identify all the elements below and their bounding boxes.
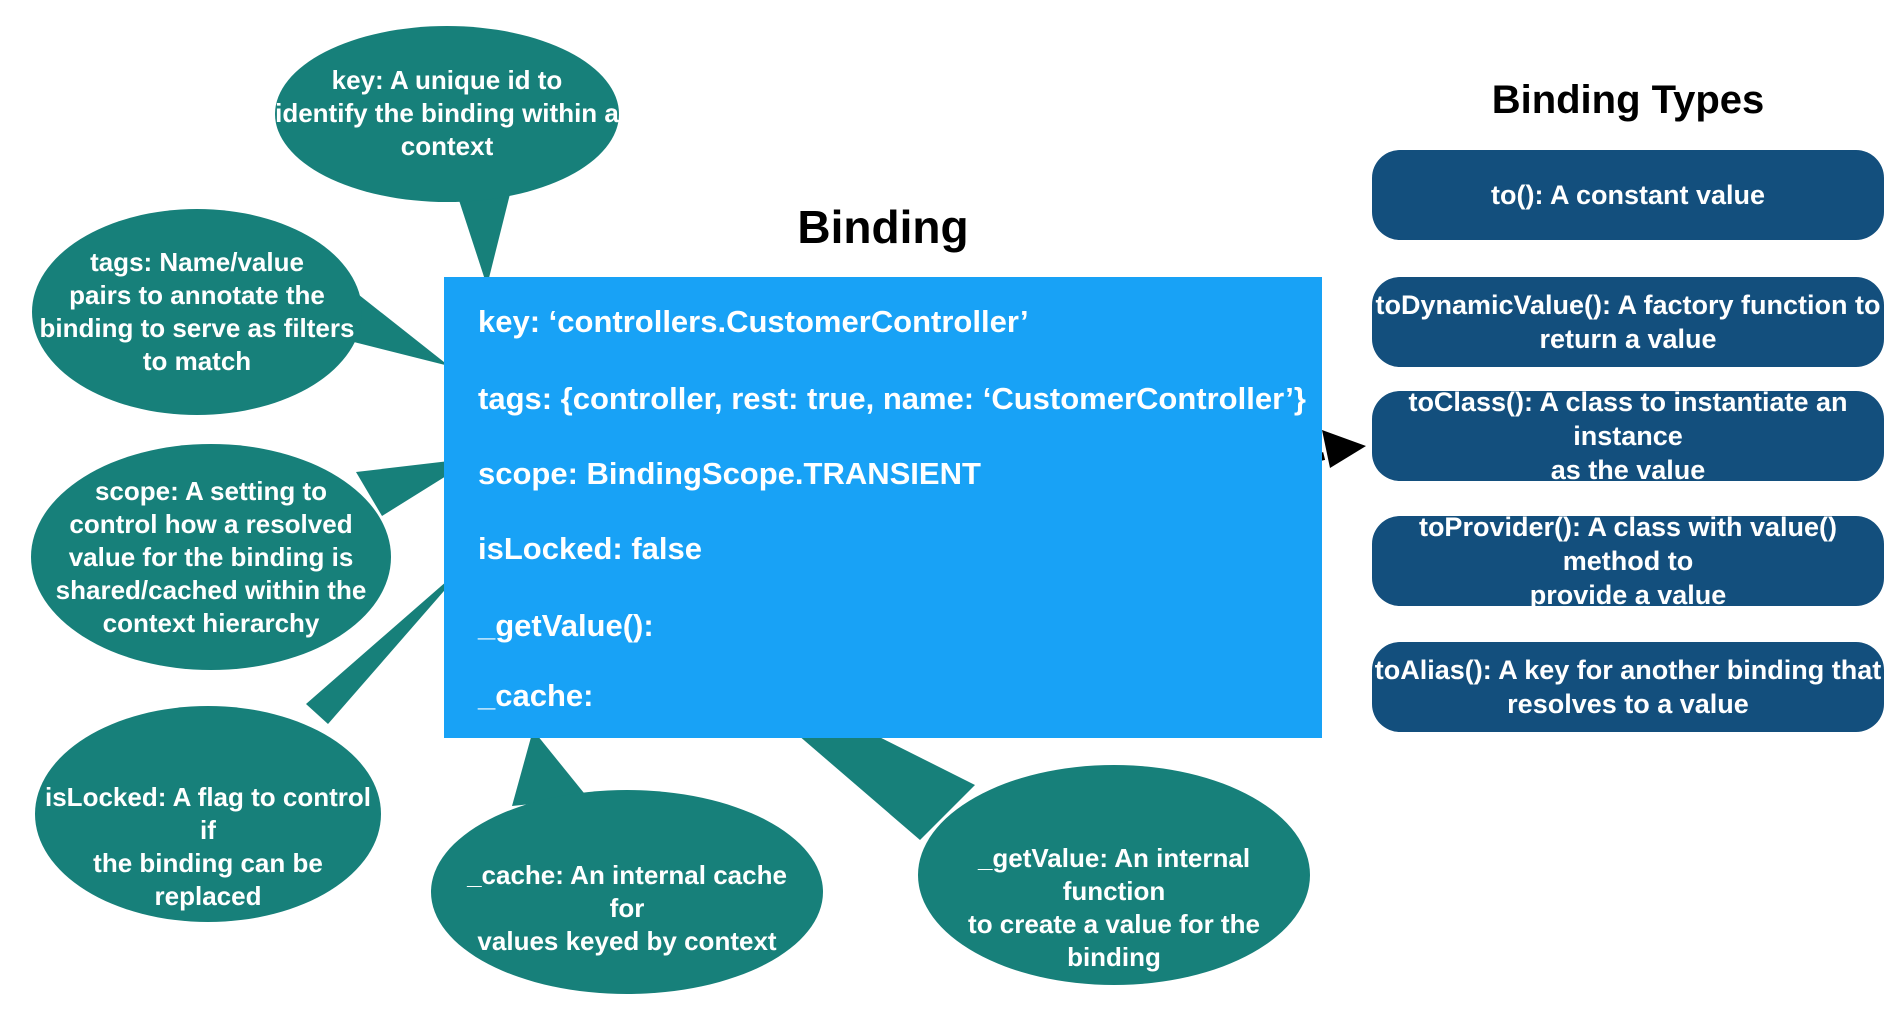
tags-callout-bubble — [32, 209, 362, 415]
binding-box-line-tags: tags: {controller, rest: true, name: ‘Cu… — [478, 381, 1306, 416]
tags-callout-text: tags: Name/value pairs to annotate the b… — [39, 247, 355, 376]
getvalue-callout-text: _getValue: An internal function to creat… — [968, 843, 1260, 972]
binding-box-line-key: key: ‘controllers.CustomerController’ — [478, 304, 1029, 339]
binding-type-toalias: toAlias(): A key for another binding tha… — [1372, 642, 1884, 732]
cache-callout-tail — [512, 730, 588, 806]
binding-title: Binding — [797, 201, 969, 253]
key-callout-tail — [455, 182, 513, 286]
binding-type-toprovider: toProvider(): A class with value() metho… — [1372, 512, 1884, 610]
scope-callout-text: scope: A setting to control how a resolv… — [55, 476, 367, 638]
cache-callout-text: _cache: An internal cache for values key… — [467, 860, 787, 956]
binding-box-line-scope: scope: BindingScope.TRANSIENT — [478, 456, 981, 491]
islocked-callout-text: isLocked: A flag to control if the bindi… — [45, 782, 371, 911]
islocked-callout-tail — [306, 560, 471, 724]
binding-box-line-islocked: isLocked: false — [478, 531, 702, 566]
binding-box-line-getvalue: _getValue(): — [478, 608, 654, 643]
binding-box-line-cache: _cache: — [478, 678, 594, 713]
binding-type-to: to(): A constant value — [1372, 150, 1884, 240]
islocked-callout-bubble — [35, 706, 381, 922]
binding-types-title: Binding Types — [1491, 78, 1765, 122]
cache-callout-bubble — [431, 790, 823, 994]
binding-box — [444, 277, 1322, 738]
getvalue-callout-bubble — [918, 765, 1310, 985]
key-callout-text: key: A unique id to identify the binding… — [275, 65, 619, 161]
dotted-arrow-head — [1322, 430, 1366, 468]
key-callout-bubble — [275, 26, 619, 202]
binding-type-toclass: toClass(): A class to instantiate an ins… — [1372, 387, 1884, 485]
binding-type-todynamicvalue: toDynamicValue(): A factory function to … — [1372, 277, 1884, 367]
scope-callout-bubble — [31, 444, 391, 670]
